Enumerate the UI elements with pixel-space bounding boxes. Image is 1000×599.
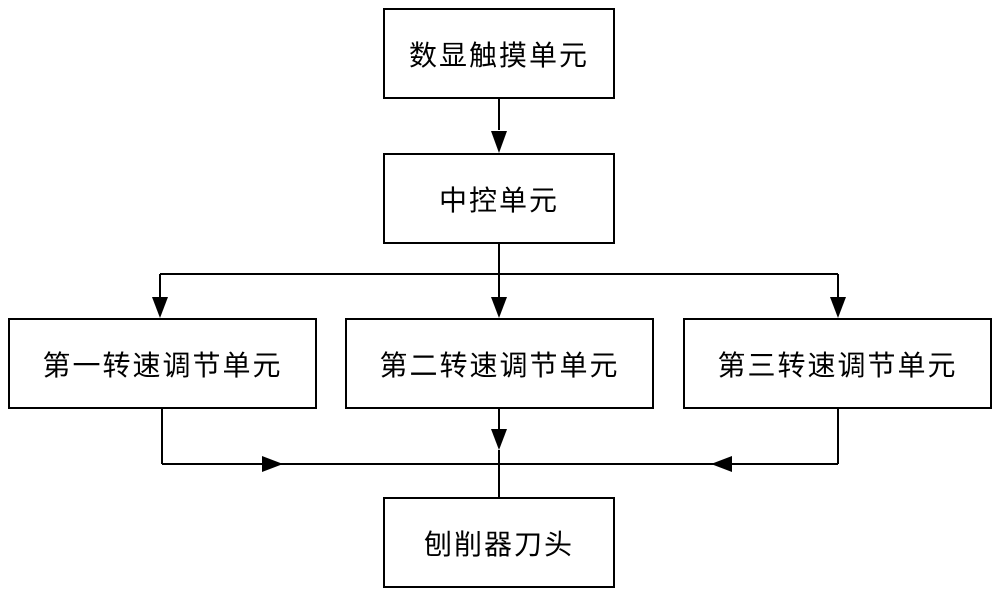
node-label: 第二转速调节单元: [379, 348, 620, 382]
node-label: 中控单元: [438, 183, 559, 217]
node-speed-unit-2: 第二转速调节单元: [345, 318, 654, 409]
arrowhead-to-speed3: [830, 297, 846, 318]
node-display-touch-unit: 数显触摸单元: [383, 8, 615, 99]
node-central-control-unit: 中控单元: [383, 153, 615, 244]
arrowhead-to-central: [491, 131, 507, 153]
arrowhead-merge-right: [711, 456, 732, 472]
node-cutter-head: 刨削器刀头: [383, 497, 615, 588]
node-label: 数显触摸单元: [408, 38, 589, 72]
node-label: 刨削器刀头: [423, 527, 574, 561]
arrowhead-to-speed2: [491, 297, 507, 318]
arrowhead-to-speed1: [152, 297, 168, 318]
node-speed-unit-3: 第三转速调节单元: [683, 318, 992, 409]
node-speed-unit-1: 第一转速调节单元: [8, 318, 317, 409]
node-label: 第三转速调节单元: [717, 348, 958, 382]
arrowhead-merge-left: [262, 456, 283, 472]
node-label: 第一转速调节单元: [42, 348, 283, 382]
arrowhead-speed2-down: [491, 429, 507, 450]
